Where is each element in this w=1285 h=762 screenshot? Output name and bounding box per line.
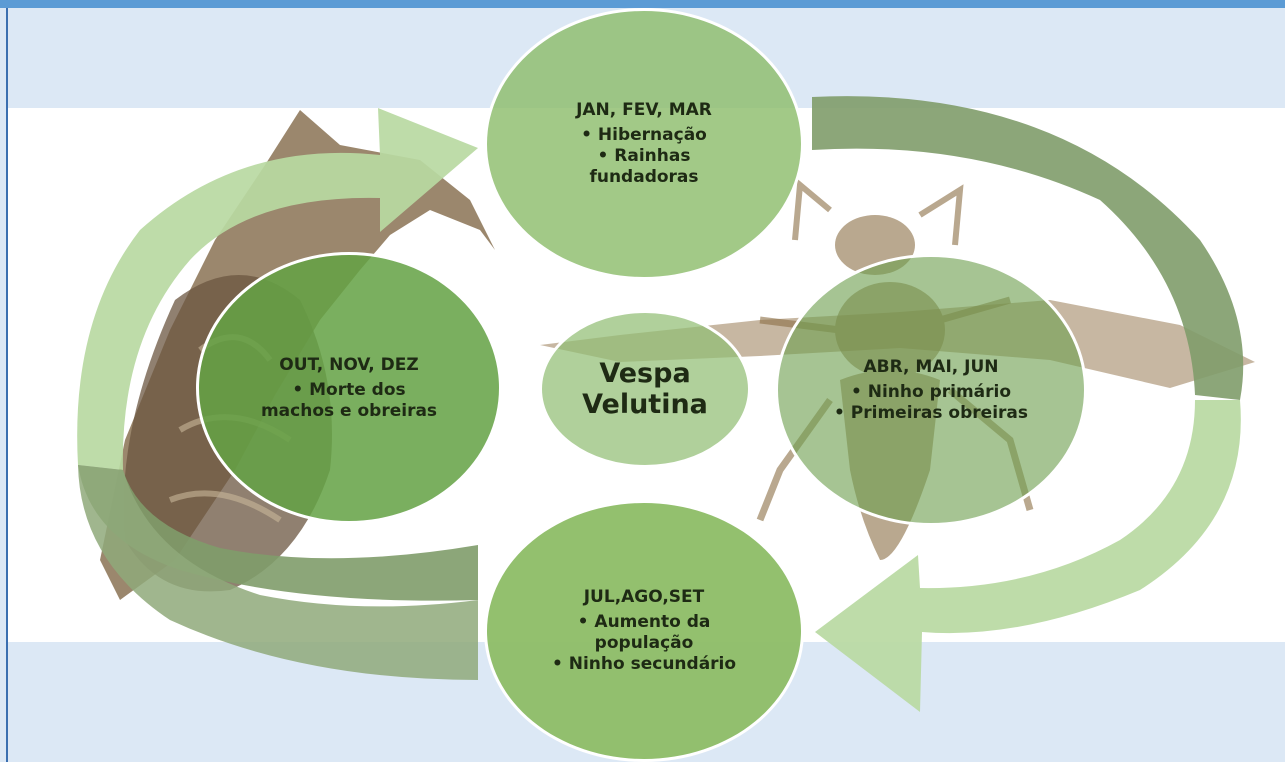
node-item: Aumento da população (559, 612, 729, 654)
node-title: ABR, MAI, JUN (863, 356, 999, 377)
node-item: Morte dos machos e obreiras (254, 380, 444, 422)
center-node-vespa-velutina: Vespa Velutina (539, 310, 751, 468)
cycle-arrow-right-to-bottom (815, 400, 1241, 712)
header-bar (0, 0, 1285, 8)
node-item: Rainhas fundadoras (569, 146, 719, 188)
node-item: Ninho primário (851, 382, 1011, 403)
node-abr-mai-jun: ABR, MAI, JUN Ninho primário Primeiras o… (775, 254, 1087, 526)
left-border-line (6, 8, 8, 762)
node-item: Ninho secundário (552, 654, 736, 675)
node-title: JAN, FEV, MAR (576, 100, 712, 120)
cycle-arrow-bottom-to-left-tail (78, 465, 478, 680)
node-item: Hibernação (581, 125, 707, 146)
node-item: Primeiras obreiras (834, 403, 1028, 424)
node-jan-fev-mar: JAN, FEV, MAR Hibernação Rainhas fundado… (484, 8, 804, 280)
node-title: OUT, NOV, DEZ (279, 354, 419, 375)
node-jul-ago-set: JUL,AGO,SET Aumento da população Ninho s… (484, 500, 804, 762)
node-title: JUL,AGO,SET (583, 587, 705, 607)
center-label-line1: Vespa (599, 358, 691, 389)
center-label-line2: Velutina (582, 389, 708, 420)
node-out-nov-dez: OUT, NOV, DEZ Morte dos machos e obreira… (196, 252, 502, 524)
cycle-arrow-top-to-right (812, 96, 1244, 400)
cycle-arrow-left-to-top (77, 108, 478, 470)
